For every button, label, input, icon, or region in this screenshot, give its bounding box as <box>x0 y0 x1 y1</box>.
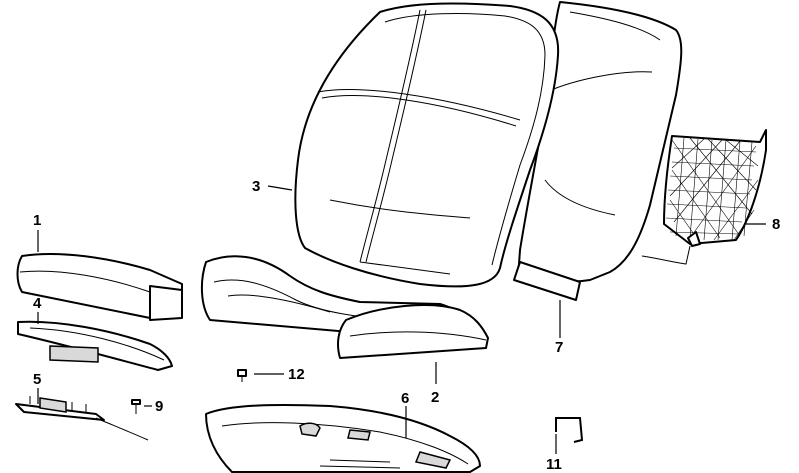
part-8-net-pocket <box>641 129 767 265</box>
callout-1: 1 <box>33 212 41 229</box>
callout-4: 4 <box>33 295 42 312</box>
part-7-backrest-rear-panel <box>513 1 683 301</box>
part-11-wire-clip <box>555 417 584 443</box>
part-2-seat-front-foam <box>337 304 489 359</box>
callout-5: 5 <box>33 371 41 388</box>
leader-lines <box>37 185 766 454</box>
callout-12: 12 <box>288 366 305 383</box>
part-5-seat-track <box>15 396 149 441</box>
callout-6: 6 <box>401 390 409 407</box>
callout-11: 11 <box>546 456 562 473</box>
part-1-side-cushion <box>16 252 183 321</box>
callout-3: 3 <box>252 178 260 195</box>
callout-2: 2 <box>431 389 439 406</box>
part-4-side-trim <box>17 320 173 371</box>
callout-8: 8 <box>772 216 780 233</box>
callout-labels: 1 2 3 4 5 6 7 8 9 11 12 <box>33 178 780 473</box>
part-6-seat-pan <box>205 403 481 473</box>
part-3-backrest-cover <box>294 2 560 288</box>
part-9-screw <box>131 399 141 414</box>
part-12-clip <box>237 369 247 382</box>
callout-9: 9 <box>155 398 163 415</box>
callout-7: 7 <box>555 339 563 356</box>
